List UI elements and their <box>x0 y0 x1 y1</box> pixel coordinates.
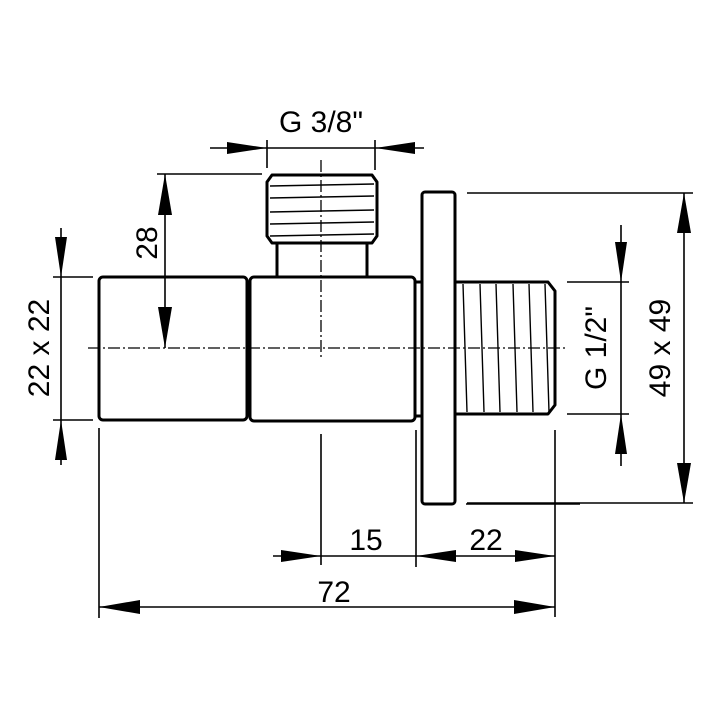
valve-body <box>248 275 417 423</box>
dim-cap-size: 22 x 22 <box>23 228 100 618</box>
dim-overall-length: 72 <box>99 576 555 614</box>
dim-cap-size-label: 22 x 22 <box>23 299 56 397</box>
dim-flange-size: 49 x 49 <box>467 192 693 504</box>
top-stem <box>275 243 369 277</box>
dim-top-thread-label: G 3/8" <box>279 106 363 139</box>
dim-height-to-center: 28 <box>131 173 262 348</box>
top-thread-lines <box>269 183 375 237</box>
dim-flange-size-label: 49 x 49 <box>644 299 677 397</box>
dim-outlet-length-label: 22 <box>469 524 502 557</box>
dim-center-to-wall: 15 <box>273 430 456 567</box>
dim-center-to-wall-label: 15 <box>349 524 382 557</box>
dim-outlet-length: 22 <box>416 430 580 617</box>
dim-outlet-thread-label: G 1/2" <box>580 306 613 390</box>
dim-top-thread: G 3/8" <box>210 106 424 170</box>
top-thread-nut <box>265 173 379 245</box>
dim-outlet-thread: G 1/2" <box>567 225 629 466</box>
dim-overall-length-label: 72 <box>317 576 350 609</box>
valve-body-geometry <box>88 160 566 506</box>
dim-height-to-center-label: 28 <box>131 226 164 259</box>
